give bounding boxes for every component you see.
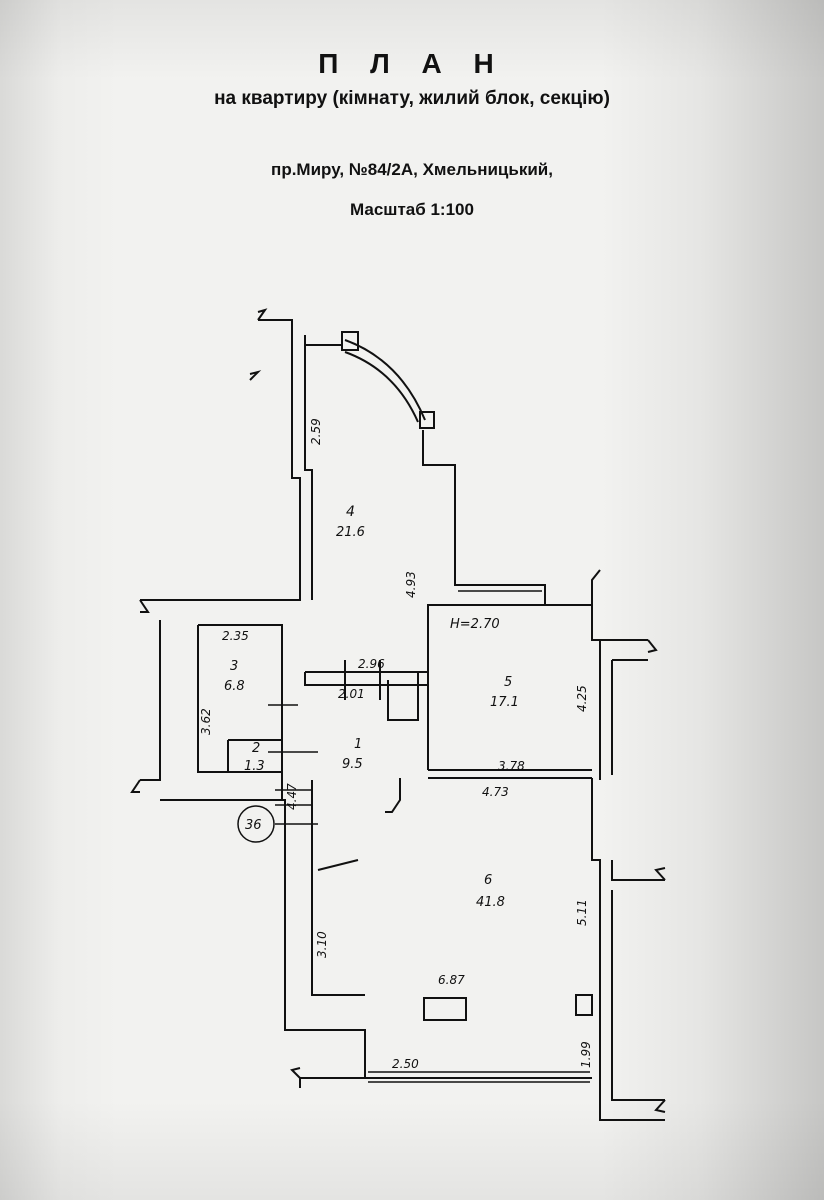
bay-window-arc <box>344 339 426 421</box>
stamp-number: 36 <box>245 818 262 833</box>
door-room1 <box>317 859 359 871</box>
dim-201: 2.01 <box>338 687 365 701</box>
wall-room3-box <box>197 625 228 773</box>
dim-296: 2.96 <box>358 657 385 671</box>
door-room6 <box>385 778 401 813</box>
break-symbol-3 <box>139 599 150 613</box>
room-2-area: 1.3 <box>244 759 265 774</box>
wall-room3-inner <box>198 624 283 800</box>
room-1-area: 9.5 <box>342 757 363 772</box>
break-symbol-7 <box>654 1099 666 1113</box>
dim-511: 5.11 <box>575 899 589 926</box>
dim-362: 3.62 <box>199 708 213 735</box>
dim-447: 4.47 <box>285 783 299 810</box>
wall-partition-1-5 <box>387 672 429 770</box>
wall-room2 <box>208 739 282 773</box>
dim-425: 4.25 <box>575 685 589 712</box>
wall-room6-right <box>591 778 665 1121</box>
dim-250: 2.50 <box>392 1057 419 1071</box>
ceiling-height: H=2.70 <box>450 617 500 632</box>
dim-199: 1.99 <box>579 1041 593 1068</box>
room-4-number: 4 <box>346 504 355 520</box>
window-room4 <box>455 584 545 592</box>
room-3-number: 3 <box>230 659 238 674</box>
dim-378: 3.78 <box>498 759 525 773</box>
room-5-area: 17.1 <box>490 695 519 710</box>
fixture-box <box>423 997 467 1021</box>
wall-lower-left <box>160 799 366 1088</box>
break-symbol-8 <box>290 1067 301 1079</box>
wall-room4 <box>305 430 546 673</box>
column-right <box>419 411 435 429</box>
break-symbol-4 <box>130 779 141 793</box>
room-4-area: 21.6 <box>336 525 365 540</box>
break-symbol-2 <box>249 370 262 381</box>
dim-493: 4.93 <box>404 571 418 598</box>
room-6-number: 6 <box>484 873 492 888</box>
wall-room5-right <box>599 640 648 780</box>
plan-scale: Масштаб 1:100 <box>350 200 474 219</box>
stamp-circle <box>237 805 275 843</box>
room-5-number: 5 <box>504 675 512 690</box>
wall-outline-left-inner <box>304 335 313 600</box>
room-2-number: 2 <box>252 741 260 756</box>
wall-room3 <box>140 620 161 781</box>
room-6-area: 41.8 <box>476 895 505 910</box>
plan-address: пр.Миру, №84/2А, Хмельницький, <box>271 160 553 179</box>
plan-title: П Л А Н <box>318 48 506 79</box>
dim-235: 2.35 <box>222 629 249 643</box>
room-1-number: 1 <box>354 737 362 752</box>
wall-room1-stub-a <box>344 660 381 700</box>
break-symbol-6 <box>654 867 666 881</box>
wall-room5-bottom <box>428 769 592 779</box>
wall-room1-top <box>304 672 428 686</box>
break-symbol-1 <box>257 308 268 321</box>
break-symbol-5 <box>647 639 658 653</box>
fixture-small <box>575 994 593 1016</box>
wall-room5 <box>428 569 648 641</box>
window-room6 <box>368 1071 590 1083</box>
room-3-area: 6.8 <box>224 679 245 694</box>
wall-room6-right-outer <box>611 860 665 1101</box>
wall-outline-left <box>140 319 301 601</box>
dim-473: 4.73 <box>482 785 509 799</box>
dim-687: 6.87 <box>438 973 465 987</box>
column-top <box>341 331 359 351</box>
wall-lower-left-inner <box>311 780 365 996</box>
dim-259: 2.59 <box>309 418 323 445</box>
bay-window-arc-inner <box>344 351 419 423</box>
plan-subtitle: на квартиру (кімнату, жилий блок, секцію… <box>214 88 610 109</box>
dim-310: 3.10 <box>315 931 329 958</box>
